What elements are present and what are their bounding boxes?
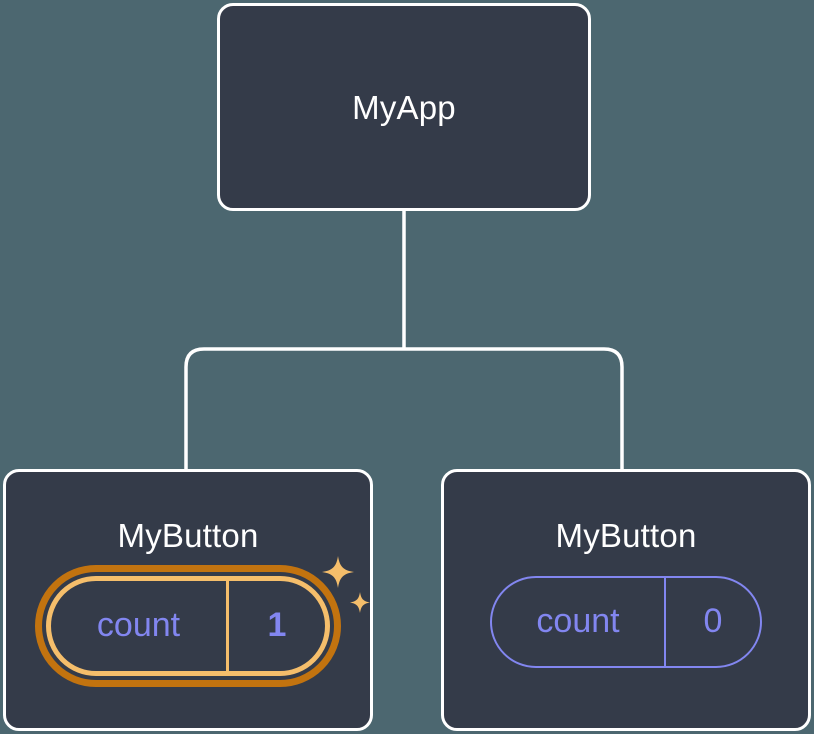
node-child-0-label: MyButton bbox=[117, 517, 259, 554]
node-myapp[interactable]: MyApp bbox=[217, 3, 591, 211]
sparkle-small-icon bbox=[350, 592, 370, 613]
node-root-label: MyApp bbox=[352, 88, 456, 126]
prop-value-0: 1 bbox=[226, 581, 325, 671]
sparkle-large-icon bbox=[322, 556, 354, 588]
node-mybutton-1[interactable]: MyButton count 0 bbox=[441, 469, 811, 731]
prop-pill-0[interactable]: count 1 bbox=[46, 576, 330, 676]
node-child-1-label: MyButton bbox=[555, 517, 697, 554]
edge-branch-bar bbox=[184, 347, 624, 470]
node-mybutton-0[interactable]: MyButton count 1 bbox=[3, 469, 373, 731]
prop-key-1: count bbox=[536, 602, 620, 640]
prop-pill-1[interactable]: count 0 bbox=[490, 576, 762, 668]
prop-pill-highlighted-0[interactable]: count 1 bbox=[35, 556, 370, 687]
prop-pill-wrap-1[interactable]: count 0 bbox=[490, 576, 762, 668]
prop-key-0: count bbox=[96, 606, 181, 644]
prop-value-1: 0 bbox=[664, 578, 760, 666]
